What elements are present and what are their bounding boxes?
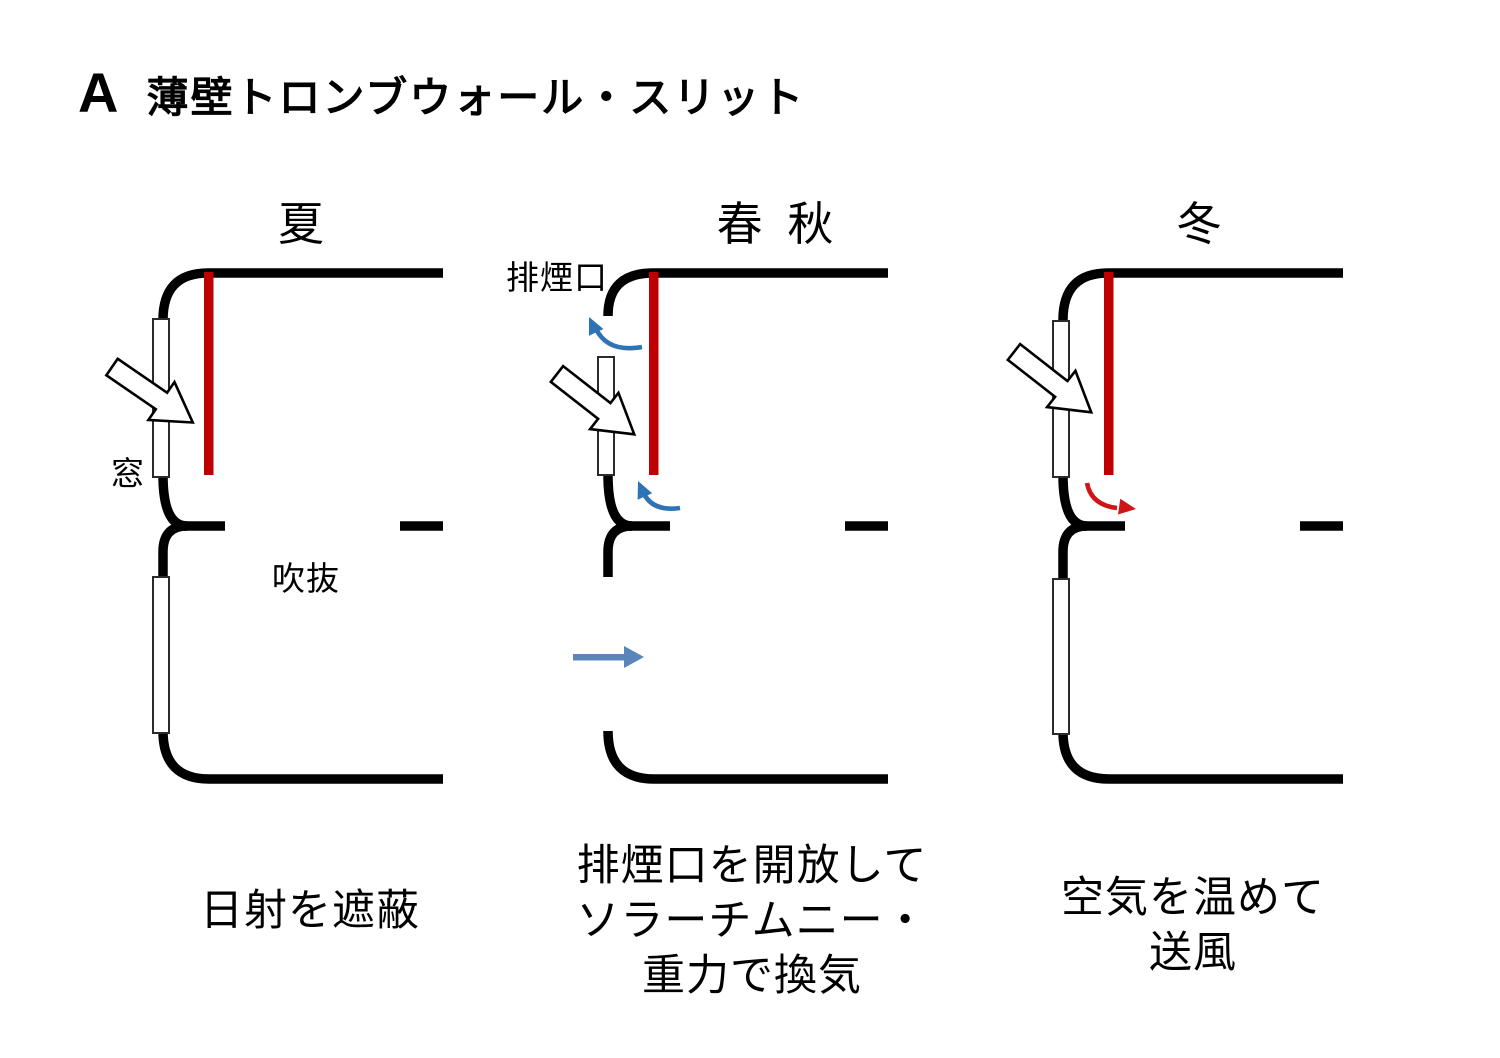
summer-trombe-wall: [204, 272, 214, 475]
vent-outflow-arrow-icon: [593, 327, 643, 351]
caption-summer: 日射を遮蔽: [200, 884, 420, 939]
caption-spring-autumn: 排煙口を開放して ソラーチムニー・ 重力で換気: [576, 839, 927, 1004]
spring-autumn-trombe-wall: [649, 272, 659, 475]
spring-autumn-solar-radiation-arrow-icon: [549, 364, 637, 436]
figure-title: A 薄壁トロンブウォール・スリット: [78, 60, 805, 125]
spring-autumn-wall-floor-elbow-lower: [603, 521, 633, 577]
vent-outflow-arrowhead-icon: [588, 317, 604, 336]
intake-air-arrowhead-icon: [624, 646, 644, 668]
winter-wall-floor-elbow-upper: [1058, 474, 1088, 531]
winter-solar-radiation-arrow-icon: [1006, 342, 1094, 414]
caption-spring-autumn-line1: 排煙口を開放して: [576, 842, 928, 890]
summer-bottom-floor: [158, 730, 443, 784]
summer-solar-radiation-arrow-icon: [104, 356, 195, 424]
warm-air-supply-arrow-icon: [1084, 482, 1118, 511]
season-label-winter: 冬: [1176, 198, 1228, 250]
atrium-label: 吹抜: [272, 560, 340, 597]
spring-autumn-bottom-floor: [603, 730, 888, 784]
spring-autumn-wall-floor-elbow-upper: [603, 474, 633, 531]
figure-title-letter: A: [78, 61, 119, 124]
winter-wall-floor-elbow-lower: [1058, 521, 1088, 578]
cavity-inflow-arrowhead-icon: [637, 481, 653, 500]
caption-winter-line2: 送風: [1149, 929, 1237, 977]
summer-wall-floor-elbow-lower: [158, 521, 188, 578]
winter-trombe-wall: [1104, 272, 1114, 475]
season-label-spring-autumn: 春 秋: [716, 198, 840, 250]
season-label-summer: 夏: [278, 198, 330, 250]
summer-lower-window: [152, 576, 170, 734]
caption-spring-autumn-line2: ソラーチムニー・: [576, 897, 928, 945]
warm-air-supply-arrowhead-icon: [1118, 498, 1136, 515]
figure-title-text: 薄壁トロンブウォール・スリット: [146, 74, 806, 121]
smoke-vent-label: 排煙口: [506, 259, 608, 296]
winter-lower-window: [1052, 578, 1070, 735]
intake-air-arrow-shaft-icon: [573, 654, 624, 661]
caption-winter-line1: 空気を温めて: [1061, 874, 1325, 922]
caption-spring-autumn-line3: 重力で換気: [641, 952, 862, 1000]
winter-bottom-floor: [1058, 731, 1343, 784]
caption-summer-line1: 日射を遮蔽: [200, 887, 420, 935]
window-label: 窓: [111, 455, 145, 492]
caption-winter: 空気を温めて 送風: [1061, 871, 1325, 981]
summer-wall-floor-elbow-upper: [158, 474, 188, 531]
